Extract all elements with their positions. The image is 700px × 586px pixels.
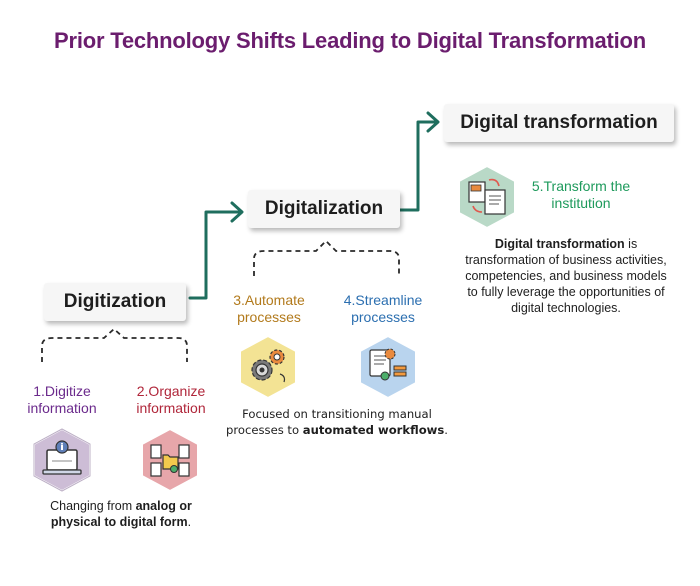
step-label-digitize: 1.Digitize information xyxy=(27,383,97,416)
digitization-description: Changing from analog or physical to digi… xyxy=(50,499,192,529)
dashed-brace-digitization xyxy=(41,327,188,362)
document-transform-icon xyxy=(458,164,516,230)
stage-label-digitalization: Digitalization xyxy=(264,198,384,219)
digital-transformation-description: Digital transformation is transformation… xyxy=(465,237,667,315)
laptop-info-icon xyxy=(33,427,91,493)
digitalization-description: Focused on transitioning manual processe… xyxy=(226,407,448,437)
arrowhead-icon xyxy=(230,201,244,223)
stage-box-digitization: Digitization xyxy=(44,283,186,321)
step-label-transform: 5.Transform the institution xyxy=(531,178,631,211)
workflow-icon xyxy=(359,334,417,400)
connector-digitalization-to-transformation xyxy=(398,120,438,212)
step-label-organize: 2.Organize information xyxy=(136,383,206,416)
stage-label-digitization: Digitization xyxy=(63,291,167,312)
documents-folder-icon xyxy=(141,427,199,493)
stage-label-digital-transformation: Digital transformation xyxy=(460,112,658,133)
stage-box-digital-transformation: Digital transformation xyxy=(444,104,674,142)
stage-box-digitalization: Digitalization xyxy=(248,190,400,228)
arrowhead-icon xyxy=(426,111,440,133)
step-label-automate: 3.Automate processes xyxy=(233,292,305,325)
dashed-brace-digitalization xyxy=(253,239,400,276)
step-label-streamline: 4.Streamline processes xyxy=(343,292,423,325)
page-title: Prior Technology Shifts Leading to Digit… xyxy=(53,28,646,53)
connector-digitization-to-digitalization xyxy=(188,210,242,300)
gears-icon xyxy=(239,334,297,400)
